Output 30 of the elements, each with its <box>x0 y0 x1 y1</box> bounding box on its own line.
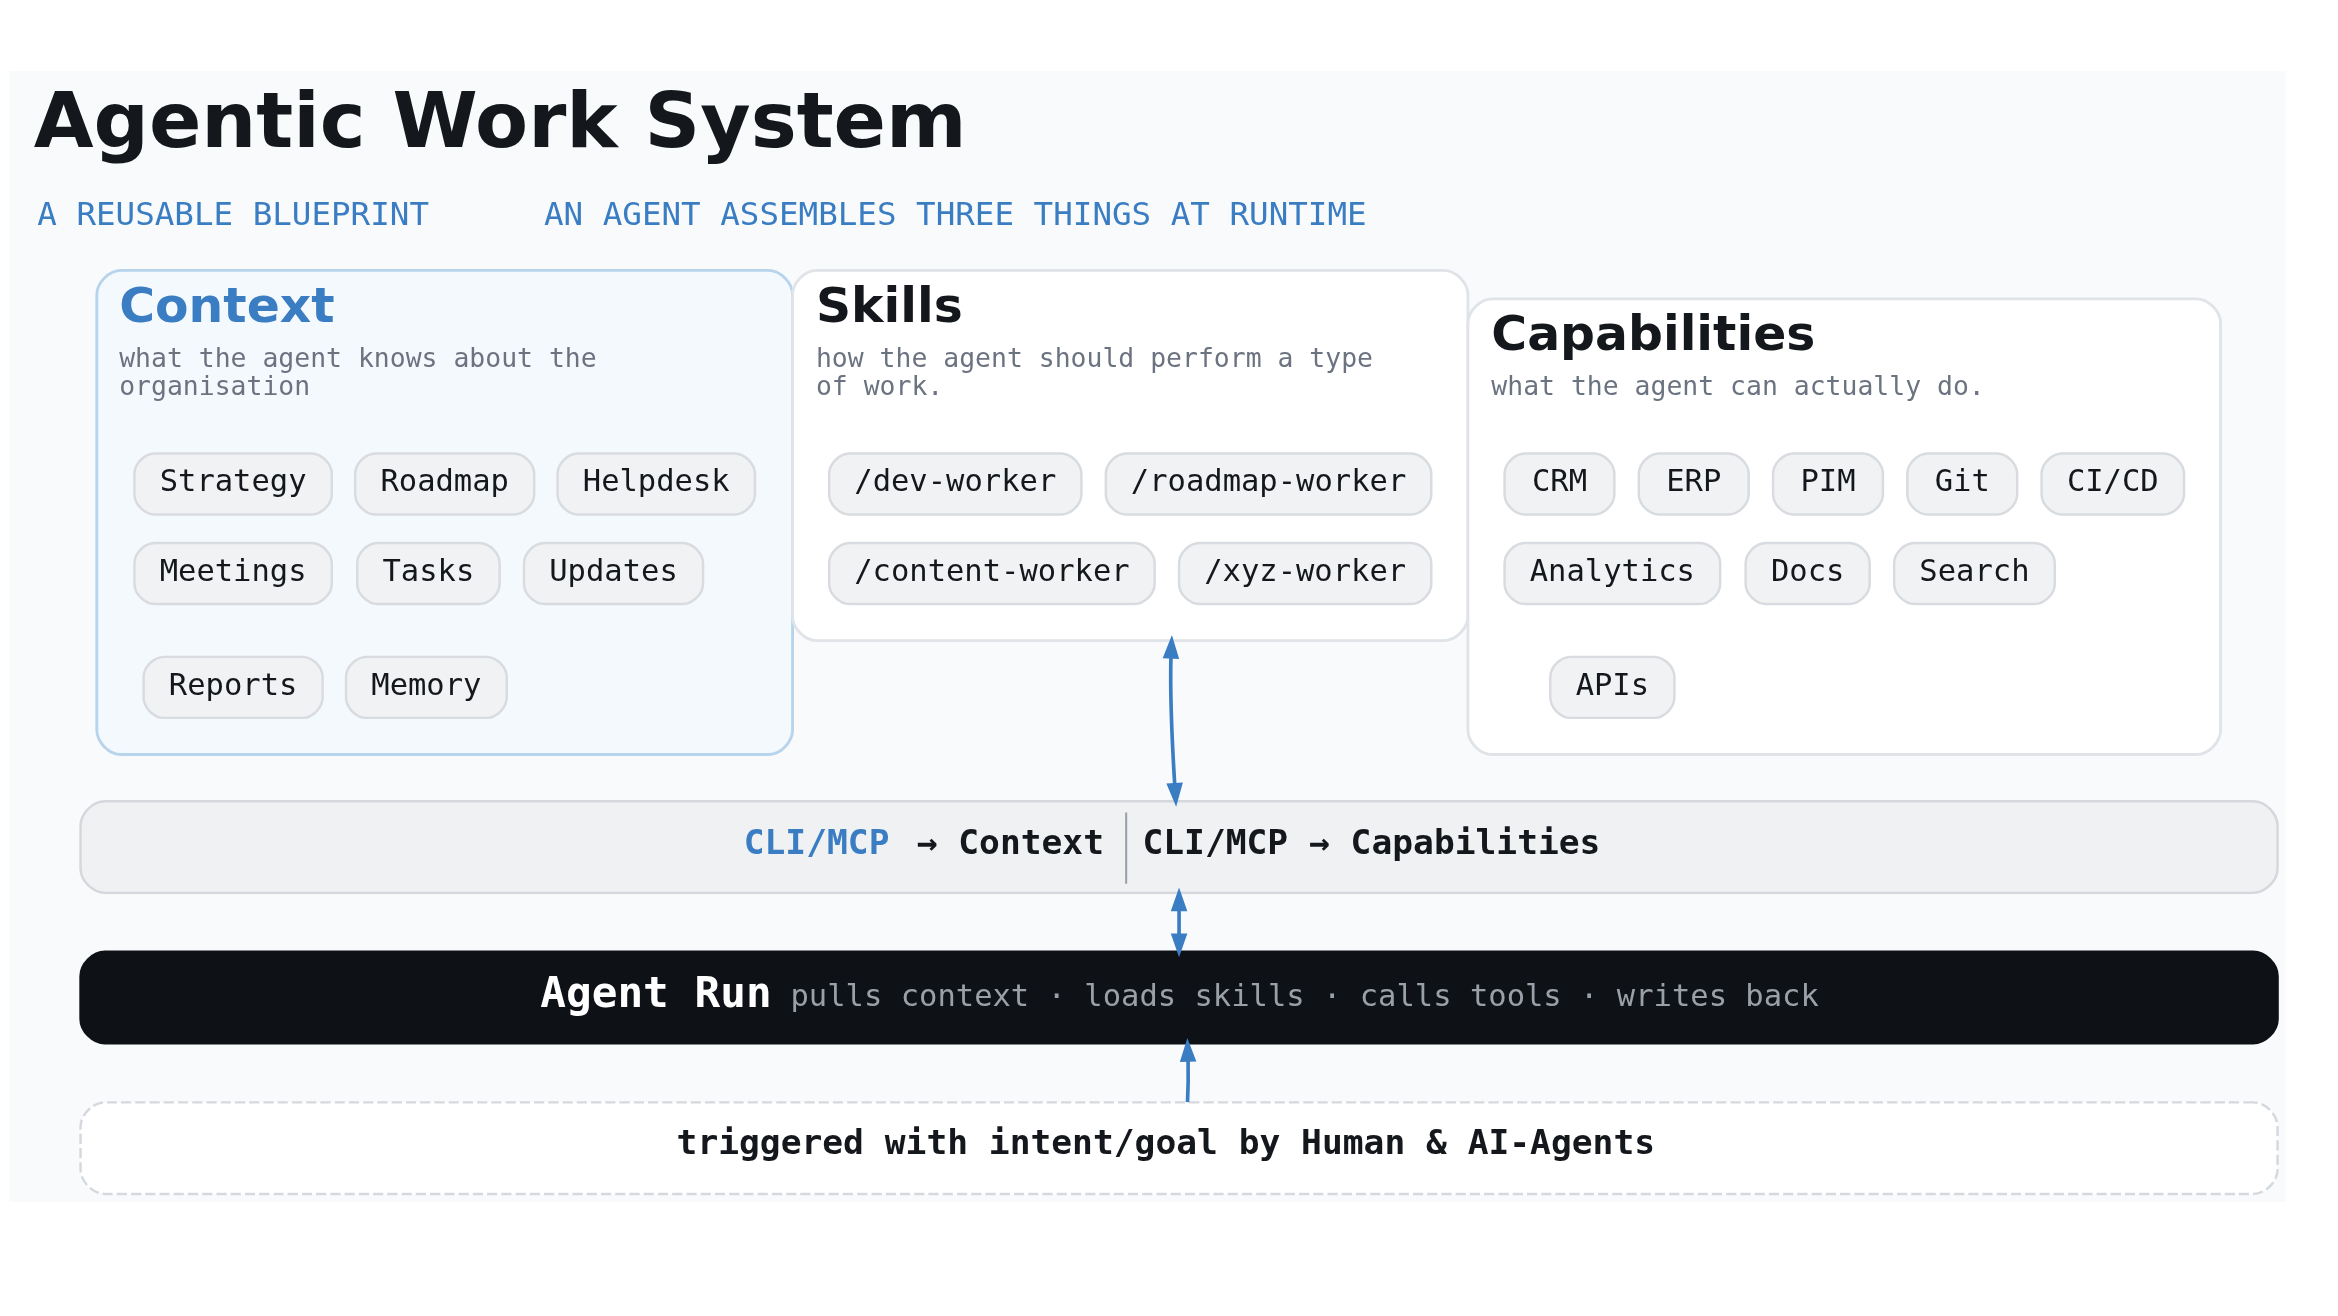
node-box: Reports <box>141 655 324 719</box>
node-box: Meetings <box>132 541 333 605</box>
node-box: ERP <box>1637 451 1750 516</box>
node-box: Git <box>1905 451 2018 516</box>
node-box: /dev-worker <box>827 451 1083 516</box>
node-box: Tasks <box>355 541 501 605</box>
node-box: triggered with intent/goal by Human & AI-Agents <box>78 1100 2279 1195</box>
node-box: Roadmap <box>353 451 535 516</box>
node-box: /roadmap-worker <box>1104 451 1433 516</box>
node-box: CI/CD <box>2039 451 2185 516</box>
node-box: Memory <box>344 655 508 719</box>
node-box: Updates <box>522 541 704 605</box>
node-box: /xyz-worker <box>1177 541 1433 605</box>
node-box: PIM <box>1771 451 1884 516</box>
label: A REUSABLE BLUEPRINT <box>36 194 429 233</box>
node-box: CLI/MCP → Context CLI/MCP → Capabilities <box>78 799 2279 894</box>
node-box: CRM <box>1502 451 1616 516</box>
arrow <box>1179 1037 1196 1102</box>
node-box: Strategy <box>132 451 333 516</box>
label: AN AGENT ASSEMBLES THREE THINGS AT RUNTIME <box>543 194 1367 233</box>
node-box: APIs <box>1548 655 1676 719</box>
diagram-title: Agentic Work System <box>33 74 967 165</box>
node-box: Agent Run pulls context · loads skills · calls tools · writes back <box>78 950 2279 1045</box>
arrow <box>1170 887 1187 957</box>
arrow <box>1162 634 1183 807</box>
node-box: Analytics <box>1502 541 1721 605</box>
node-box: Search <box>1892 541 2056 605</box>
node-box: /content-worker <box>827 541 1156 605</box>
node-box: Helpdesk <box>555 451 756 516</box>
node-box: Docs <box>1743 541 1871 605</box>
